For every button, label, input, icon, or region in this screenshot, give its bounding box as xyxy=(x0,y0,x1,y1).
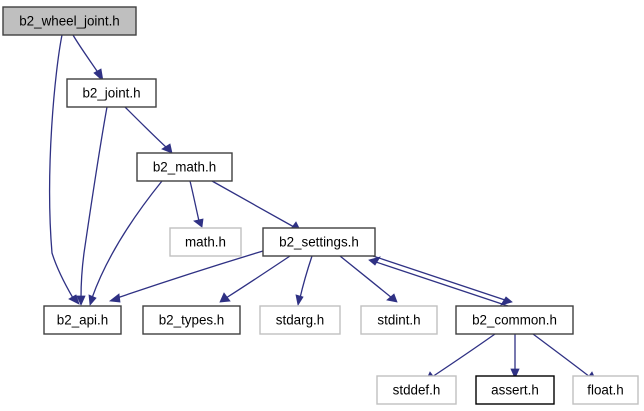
edge-line xyxy=(225,255,291,299)
node-stdint[interactable]: stdint.h xyxy=(360,305,438,335)
edge-b2_common-to-assert xyxy=(510,334,520,379)
edge-line xyxy=(72,34,100,75)
node-label: float.h xyxy=(587,383,623,398)
arrowhead-icon xyxy=(161,143,173,154)
node-label: b2_types.h xyxy=(159,313,225,328)
node-box[interactable] xyxy=(142,305,241,335)
edge-b2_wheel_joint-to-b2_api xyxy=(48,34,80,305)
edge-b2_math-to-b2_api xyxy=(88,180,163,306)
node-label: stdint.h xyxy=(377,313,420,328)
arrowhead-icon xyxy=(76,295,86,306)
edge-b2_common-to-b2_settings xyxy=(368,256,509,307)
edge-b2_joint-to-b2_api xyxy=(76,106,108,306)
node-label: assert.h xyxy=(491,383,539,398)
node-box[interactable] xyxy=(169,227,242,257)
edges-layer xyxy=(48,34,597,382)
edge-line xyxy=(91,180,163,299)
node-label: b2_joint.h xyxy=(82,86,140,101)
node-label: stdarg.h xyxy=(276,313,324,328)
edge-line xyxy=(299,255,313,299)
edge-line xyxy=(124,106,168,149)
arrowhead-icon xyxy=(510,368,520,379)
edge-line xyxy=(532,333,591,378)
node-label: b2_settings.h xyxy=(279,235,359,250)
arrowhead-icon xyxy=(93,68,104,83)
node-box[interactable] xyxy=(262,227,376,257)
node-box[interactable] xyxy=(360,305,438,335)
node-b2_common[interactable]: b2_common.h xyxy=(455,305,574,335)
edge-line xyxy=(431,333,496,378)
edge-line xyxy=(80,106,108,299)
edge-b2_joint-to-b2_math xyxy=(124,106,173,154)
node-box[interactable] xyxy=(455,305,574,335)
arrowhead-icon xyxy=(88,294,97,306)
edge-line xyxy=(116,250,264,299)
node-box[interactable] xyxy=(475,375,555,405)
node-label: b2_common.h xyxy=(472,313,557,328)
edge-b2_common-to-stddef xyxy=(425,333,496,382)
edge-line xyxy=(339,255,393,299)
node-label: b2_math.h xyxy=(153,160,216,175)
node-b2_settings[interactable]: b2_settings.h xyxy=(262,227,376,257)
edge-b2_math-to-math xyxy=(189,180,204,228)
nodes-layer: b2_wheel_joint.h b2_joint.h b2_math.h math.… xyxy=(2,6,639,405)
edge-b2_wheel_joint-to-b2_joint xyxy=(72,34,104,83)
node-label: b2_wheel_joint.h xyxy=(19,14,120,29)
node-b2_types[interactable]: b2_types.h xyxy=(142,305,241,335)
node-b2_math[interactable]: b2_math.h xyxy=(136,152,233,182)
edge-b2_settings-to-b2_api xyxy=(108,250,264,303)
node-box[interactable] xyxy=(376,375,457,405)
node-box[interactable] xyxy=(259,305,341,335)
node-label: math.h xyxy=(185,235,226,250)
node-b2_api[interactable]: b2_api.h xyxy=(43,305,122,335)
node-float[interactable]: float.h xyxy=(572,375,639,405)
node-box[interactable] xyxy=(572,375,639,405)
arrowhead-icon xyxy=(108,293,121,303)
arrowhead-icon xyxy=(68,294,80,305)
node-stdarg[interactable]: stdarg.h xyxy=(259,305,341,335)
edge-line xyxy=(48,34,74,299)
node-label: stddef.h xyxy=(393,383,441,398)
edge-line xyxy=(375,261,509,307)
edge-line xyxy=(372,255,506,301)
edge-b2_settings-to-stdint xyxy=(339,255,398,303)
node-box[interactable] xyxy=(2,6,137,36)
arrowhead-icon xyxy=(193,218,204,228)
node-box[interactable] xyxy=(136,152,233,182)
node-box[interactable] xyxy=(66,78,157,108)
node-label: b2_api.h xyxy=(57,313,108,328)
node-box[interactable] xyxy=(43,305,122,335)
node-b2_wheel_joint[interactable]: b2_wheel_joint.h xyxy=(2,6,137,36)
node-assert[interactable]: assert.h xyxy=(475,375,555,405)
edge-line xyxy=(211,180,295,228)
edge-b2_settings-to-stdarg xyxy=(295,255,313,307)
edge-b2_settings-to-b2_common xyxy=(372,255,513,306)
edge-b2_settings-to-b2_types xyxy=(219,255,291,303)
node-math[interactable]: math.h xyxy=(169,227,242,257)
arrowhead-icon xyxy=(368,256,381,266)
node-stddef[interactable]: stddef.h xyxy=(376,375,457,405)
edge-b2_common-to-float xyxy=(532,333,597,382)
arrowhead-icon xyxy=(295,294,304,307)
edge-b2_math-to-b2_settings xyxy=(211,180,301,231)
arrowhead-icon xyxy=(219,292,231,303)
arrowhead-icon xyxy=(500,296,513,306)
node-b2_joint[interactable]: b2_joint.h xyxy=(66,78,157,108)
edge-line xyxy=(189,180,200,222)
arrowhead-icon xyxy=(386,293,398,303)
